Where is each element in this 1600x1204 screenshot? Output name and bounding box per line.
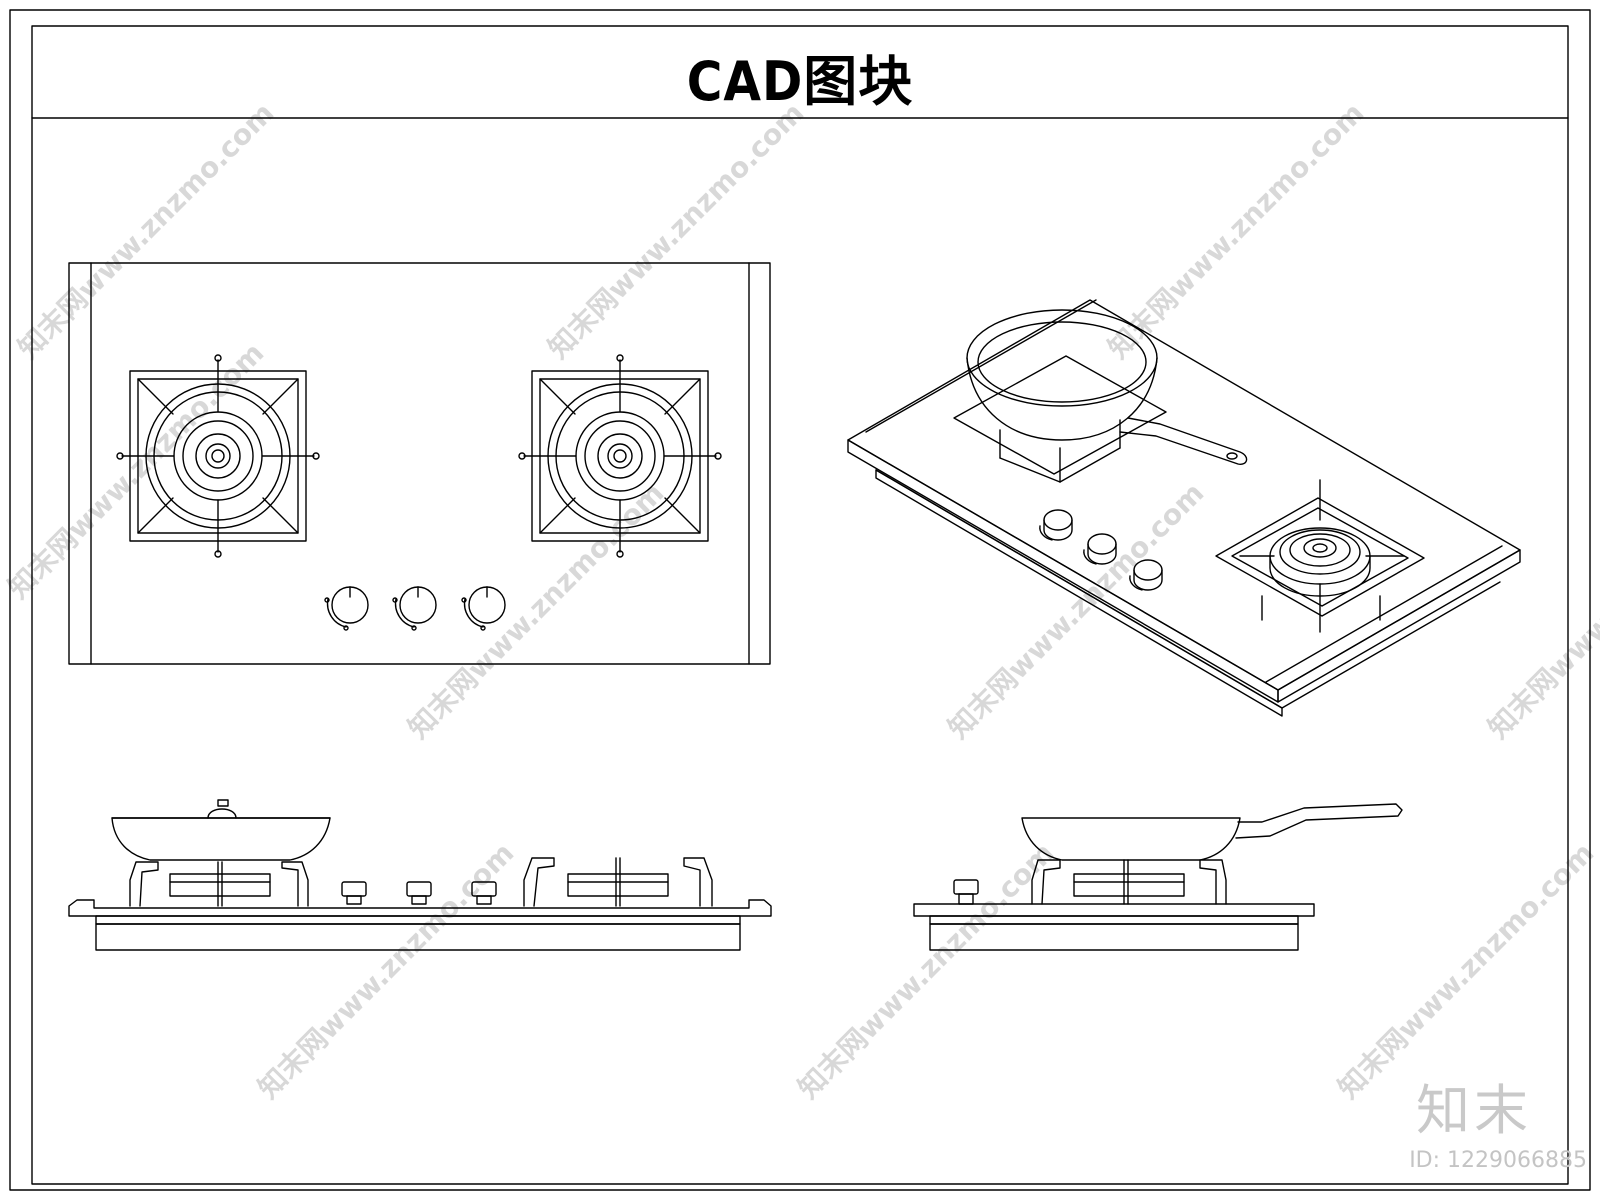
iso-knob-3 <box>1129 559 1163 591</box>
front-knob-2 <box>406 881 432 905</box>
iso-knob-1 <box>1039 509 1073 541</box>
page-title: CAD图块 <box>686 49 914 113</box>
side-elevation <box>913 803 1403 951</box>
burner-right <box>518 354 722 558</box>
watermark: 知末网www.znzmo.com <box>942 476 1211 745</box>
hob-outline <box>68 262 771 665</box>
iso-pan-support-left <box>953 355 1167 483</box>
front-elevation <box>68 799 772 951</box>
iso-knob-2 <box>1083 533 1117 565</box>
side-frying-pan <box>1021 803 1403 861</box>
watermark: 知末网www.znzmo.com <box>1482 476 1600 745</box>
front-wok <box>111 799 331 861</box>
watermark: 知末网www.znzmo.com <box>1102 96 1371 365</box>
sheet-frame <box>9 9 1591 1191</box>
isometric-view <box>847 299 1521 717</box>
control-knob-1 <box>324 586 369 631</box>
iso-frying-pan <box>966 309 1248 465</box>
front-knob-1 <box>341 881 367 905</box>
watermark: 知末网www.znzmo.com <box>792 836 1061 1105</box>
watermark-layer: 知末网www.znzmo.com 知末网www.znzmo.com 知末网www… <box>2 96 1600 1105</box>
brand-logo: 知末 <box>1416 1079 1532 1142</box>
watermark: 知末网www.znzmo.com <box>402 476 671 745</box>
watermark: 知末网www.znzmo.com <box>2 336 271 605</box>
burner-left <box>116 354 320 558</box>
watermark: 知末网www.znzmo.com <box>1332 836 1600 1105</box>
iso-burner-right <box>1215 479 1425 633</box>
front-knob-3 <box>471 881 497 905</box>
watermark: 知末网www.znzmo.com <box>12 96 281 365</box>
watermark: 知末网www.znzmo.com <box>252 836 521 1105</box>
control-knob-3 <box>461 586 506 631</box>
control-knob-2 <box>392 586 437 631</box>
document-id: ID: 1229066885 <box>1409 1148 1587 1173</box>
top-view <box>68 262 771 665</box>
